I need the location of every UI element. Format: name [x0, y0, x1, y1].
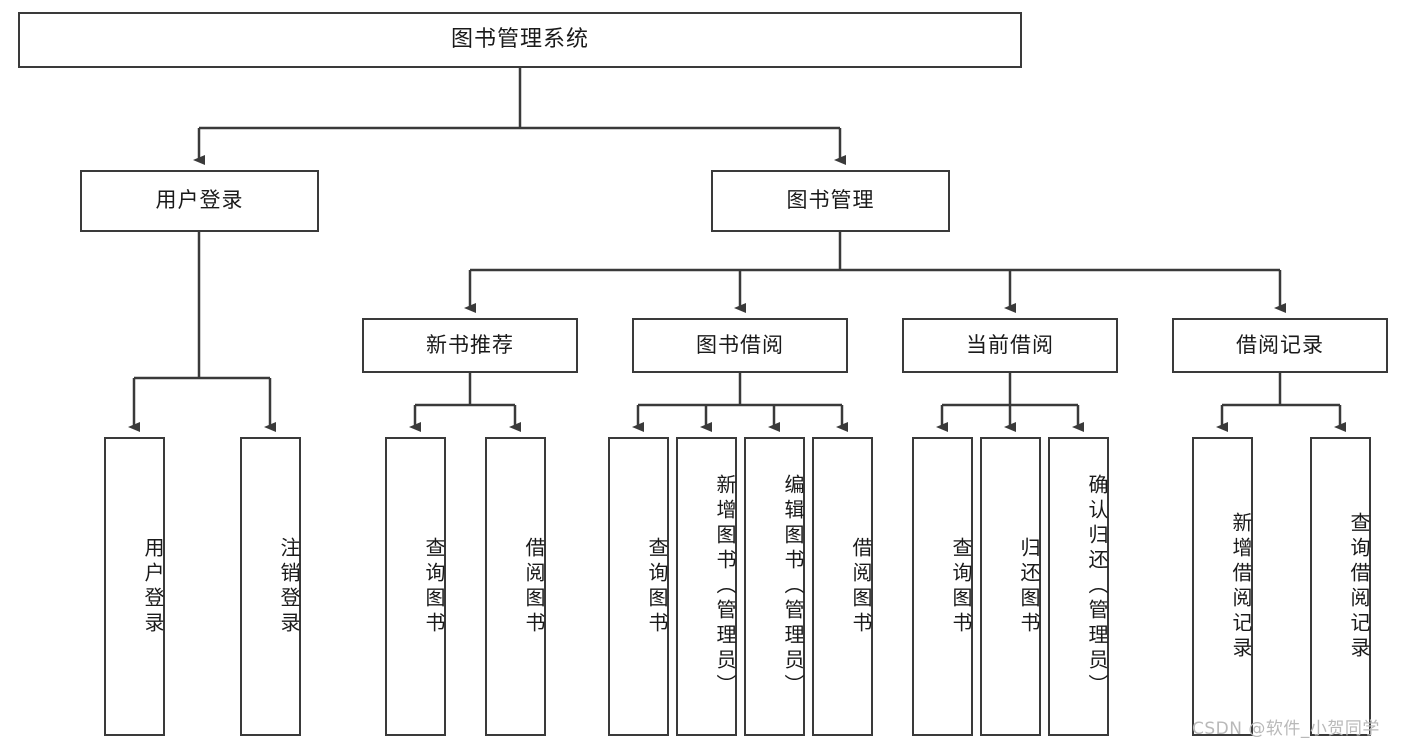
node-leaf-return-book[interactable]: 归还图书 [980, 437, 1041, 736]
leaf-label: 确认归还（管理员） [1085, 474, 1109, 699]
leaf-label: 归还图书 [1017, 536, 1041, 637]
node-borrow-record[interactable]: 借阅记录 [1172, 318, 1388, 373]
node-leaf-borrow-book-1[interactable]: 借阅图书 [485, 437, 546, 736]
node-leaf-query-book-3[interactable]: 查询图书 [912, 437, 973, 736]
leaf-label: 借阅图书 [849, 536, 873, 637]
node-leaf-user-login[interactable]: 用户登录 [104, 437, 165, 736]
node-leaf-edit-book[interactable]: 编辑图书（管理员） [744, 437, 805, 736]
node-current-borrow[interactable]: 当前借阅 [902, 318, 1118, 373]
node-leaf-borrow-book-2[interactable]: 借阅图书 [812, 437, 873, 736]
leaf-label: 查询图书 [949, 536, 973, 637]
leaf-label: 查询借阅记录 [1347, 511, 1371, 662]
watermark-text: CSDN @软件_小贺同学 [1192, 719, 1380, 739]
node-user-login[interactable]: 用户登录 [80, 170, 319, 232]
node-leaf-logout-login[interactable]: 注销登录 [240, 437, 301, 736]
node-leaf-query-record[interactable]: 查询借阅记录 [1310, 437, 1371, 736]
leaf-label: 编辑图书（管理员） [781, 474, 805, 699]
leaf-label: 查询图书 [645, 536, 669, 637]
leaf-label: 注销登录 [277, 536, 301, 637]
leaf-label: 新增图书（管理员） [713, 474, 737, 699]
leaf-label: 新增借阅记录 [1229, 511, 1253, 662]
node-book-borrow[interactable]: 图书借阅 [632, 318, 848, 373]
leaf-label: 用户登录 [141, 536, 165, 637]
node-root[interactable]: 图书管理系统 [18, 12, 1022, 68]
leaf-label: 查询图书 [422, 536, 446, 637]
node-leaf-add-record[interactable]: 新增借阅记录 [1192, 437, 1253, 736]
node-leaf-confirm-return[interactable]: 确认归还（管理员） [1048, 437, 1109, 736]
node-leaf-query-book-1[interactable]: 查询图书 [385, 437, 446, 736]
node-leaf-query-book-2[interactable]: 查询图书 [608, 437, 669, 736]
node-leaf-add-book[interactable]: 新增图书（管理员） [676, 437, 737, 736]
node-book-manage[interactable]: 图书管理 [711, 170, 950, 232]
node-new-book-recommend[interactable]: 新书推荐 [362, 318, 578, 373]
leaf-label: 借阅图书 [522, 536, 546, 637]
